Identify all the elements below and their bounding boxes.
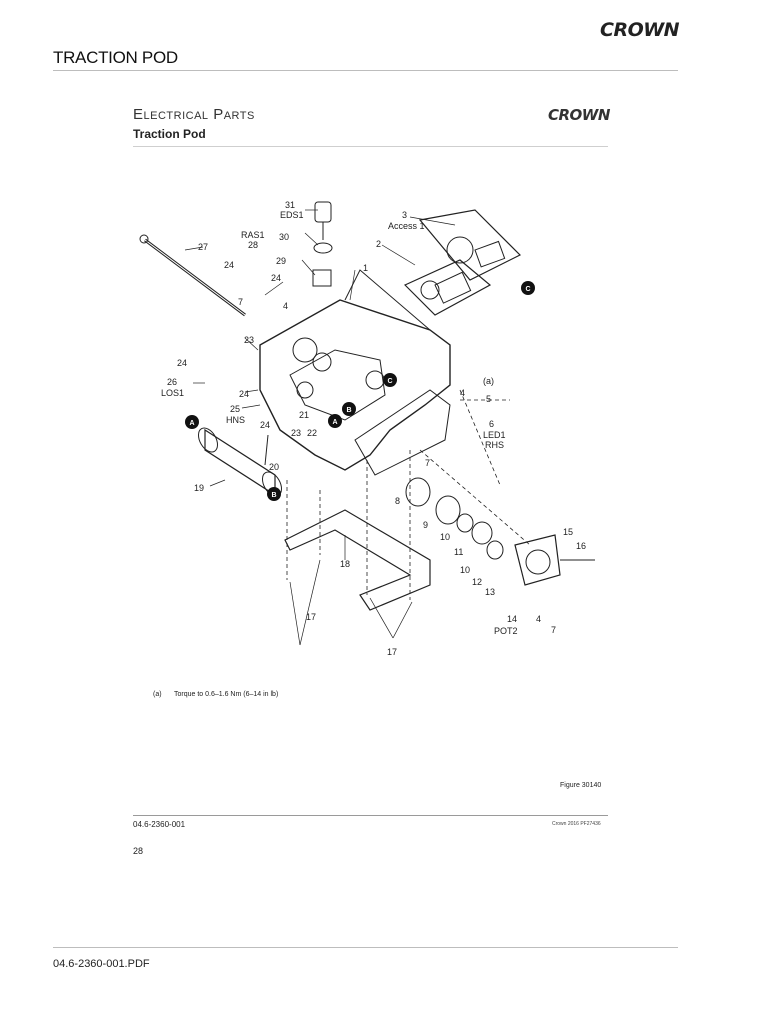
label-18: 18 [340, 559, 350, 569]
label-7b: 7 [425, 458, 430, 468]
section-title: Electrical Parts [133, 106, 255, 123]
label-1: 1 [363, 263, 368, 273]
label-17a: 17 [306, 612, 316, 622]
label-hns: HNS [226, 415, 245, 425]
label-24b: 24 [271, 273, 281, 283]
label-8: 8 [395, 496, 400, 506]
label-29: 29 [276, 256, 286, 266]
doc-divider [133, 815, 608, 816]
label-rhs: RHS [485, 440, 504, 450]
page-title: TRACTION POD [53, 48, 178, 67]
callout-a2: A [333, 419, 338, 426]
label-a-note: (a) [483, 376, 494, 386]
label-2: 2 [376, 239, 381, 249]
label-10a: 10 [440, 532, 450, 542]
label-eds1: EDS1 [280, 210, 304, 220]
callout-a1: A [190, 420, 195, 427]
label-22: 22 [307, 428, 317, 438]
exploded-parts-diagram: 31 EDS1 3 Access 1 RAS1 28 27 30 2 24 29… [139, 200, 595, 657]
callout-c2: C [388, 378, 393, 385]
label-26: 26 [167, 377, 177, 387]
label-24a: 24 [224, 260, 234, 270]
label-led1: LED1 [483, 430, 506, 440]
callout-b1: B [347, 407, 352, 414]
section-divider [133, 146, 608, 147]
label-19: 19 [194, 483, 204, 493]
label-24d: 24 [239, 389, 249, 399]
label-access1: Access 1 [388, 221, 425, 231]
label-30: 30 [279, 232, 289, 242]
label-15: 15 [563, 527, 573, 537]
label-9: 9 [423, 520, 428, 530]
footer-filename: 04.6-2360-001.PDF [53, 958, 150, 970]
label-5: 5 [486, 394, 491, 404]
copyright: Crown 2016 PF27436 [552, 821, 601, 827]
callout-b2: B [272, 492, 277, 499]
label-31: 31 [285, 200, 295, 210]
label-12: 12 [472, 577, 482, 587]
label-los1: LOS1 [161, 388, 184, 398]
document-number: 04.6-2360-001 [133, 820, 186, 829]
callout-c1: C [526, 286, 531, 293]
label-24e: 24 [260, 420, 270, 430]
section-subtitle: Traction Pod [133, 127, 206, 141]
label-4c: 4 [536, 614, 541, 624]
label-21: 21 [299, 410, 309, 420]
label-7: 7 [238, 297, 243, 307]
label-7c: 7 [551, 625, 556, 635]
label-pot2: POT2 [494, 626, 518, 636]
label-6: 6 [489, 419, 494, 429]
figure-number: Figure 30140 [560, 782, 602, 789]
crown-logo: CROWN [600, 19, 680, 41]
label-27: 27 [198, 242, 208, 252]
label-11: 11 [454, 547, 463, 557]
crown-logo-inner: CROWN [548, 106, 610, 124]
label-13: 13 [485, 587, 495, 597]
label-25: 25 [230, 404, 240, 414]
label-23b: 23 [291, 428, 301, 438]
label-24c: 24 [177, 358, 187, 368]
label-16: 16 [576, 541, 586, 551]
label-28: 28 [248, 240, 258, 250]
header-divider [53, 70, 678, 71]
label-4: 4 [283, 301, 288, 311]
note-text: Torque to 0.6–1.6 Nm (6–14 in lb) [174, 691, 279, 698]
label-17b: 17 [387, 647, 397, 657]
label-14: 14 [507, 614, 517, 624]
label-20: 20 [269, 462, 279, 472]
label-10b: 10 [460, 565, 470, 575]
label-3: 3 [402, 210, 407, 220]
label-ras1: RAS1 [241, 230, 265, 240]
label-23: 23 [244, 335, 254, 345]
note-mark: (a) [153, 691, 162, 698]
label-4b: 4 [460, 388, 465, 398]
footer-divider [53, 947, 678, 948]
page-number: 28 [133, 846, 144, 856]
